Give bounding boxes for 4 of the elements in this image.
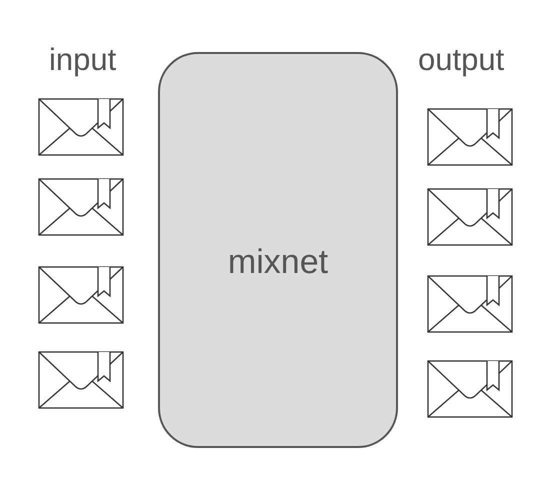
process-box (158, 52, 398, 448)
column-heading: input (49, 42, 116, 78)
column-heading: output (418, 42, 504, 78)
box-label: mixnet (226, 242, 330, 282)
